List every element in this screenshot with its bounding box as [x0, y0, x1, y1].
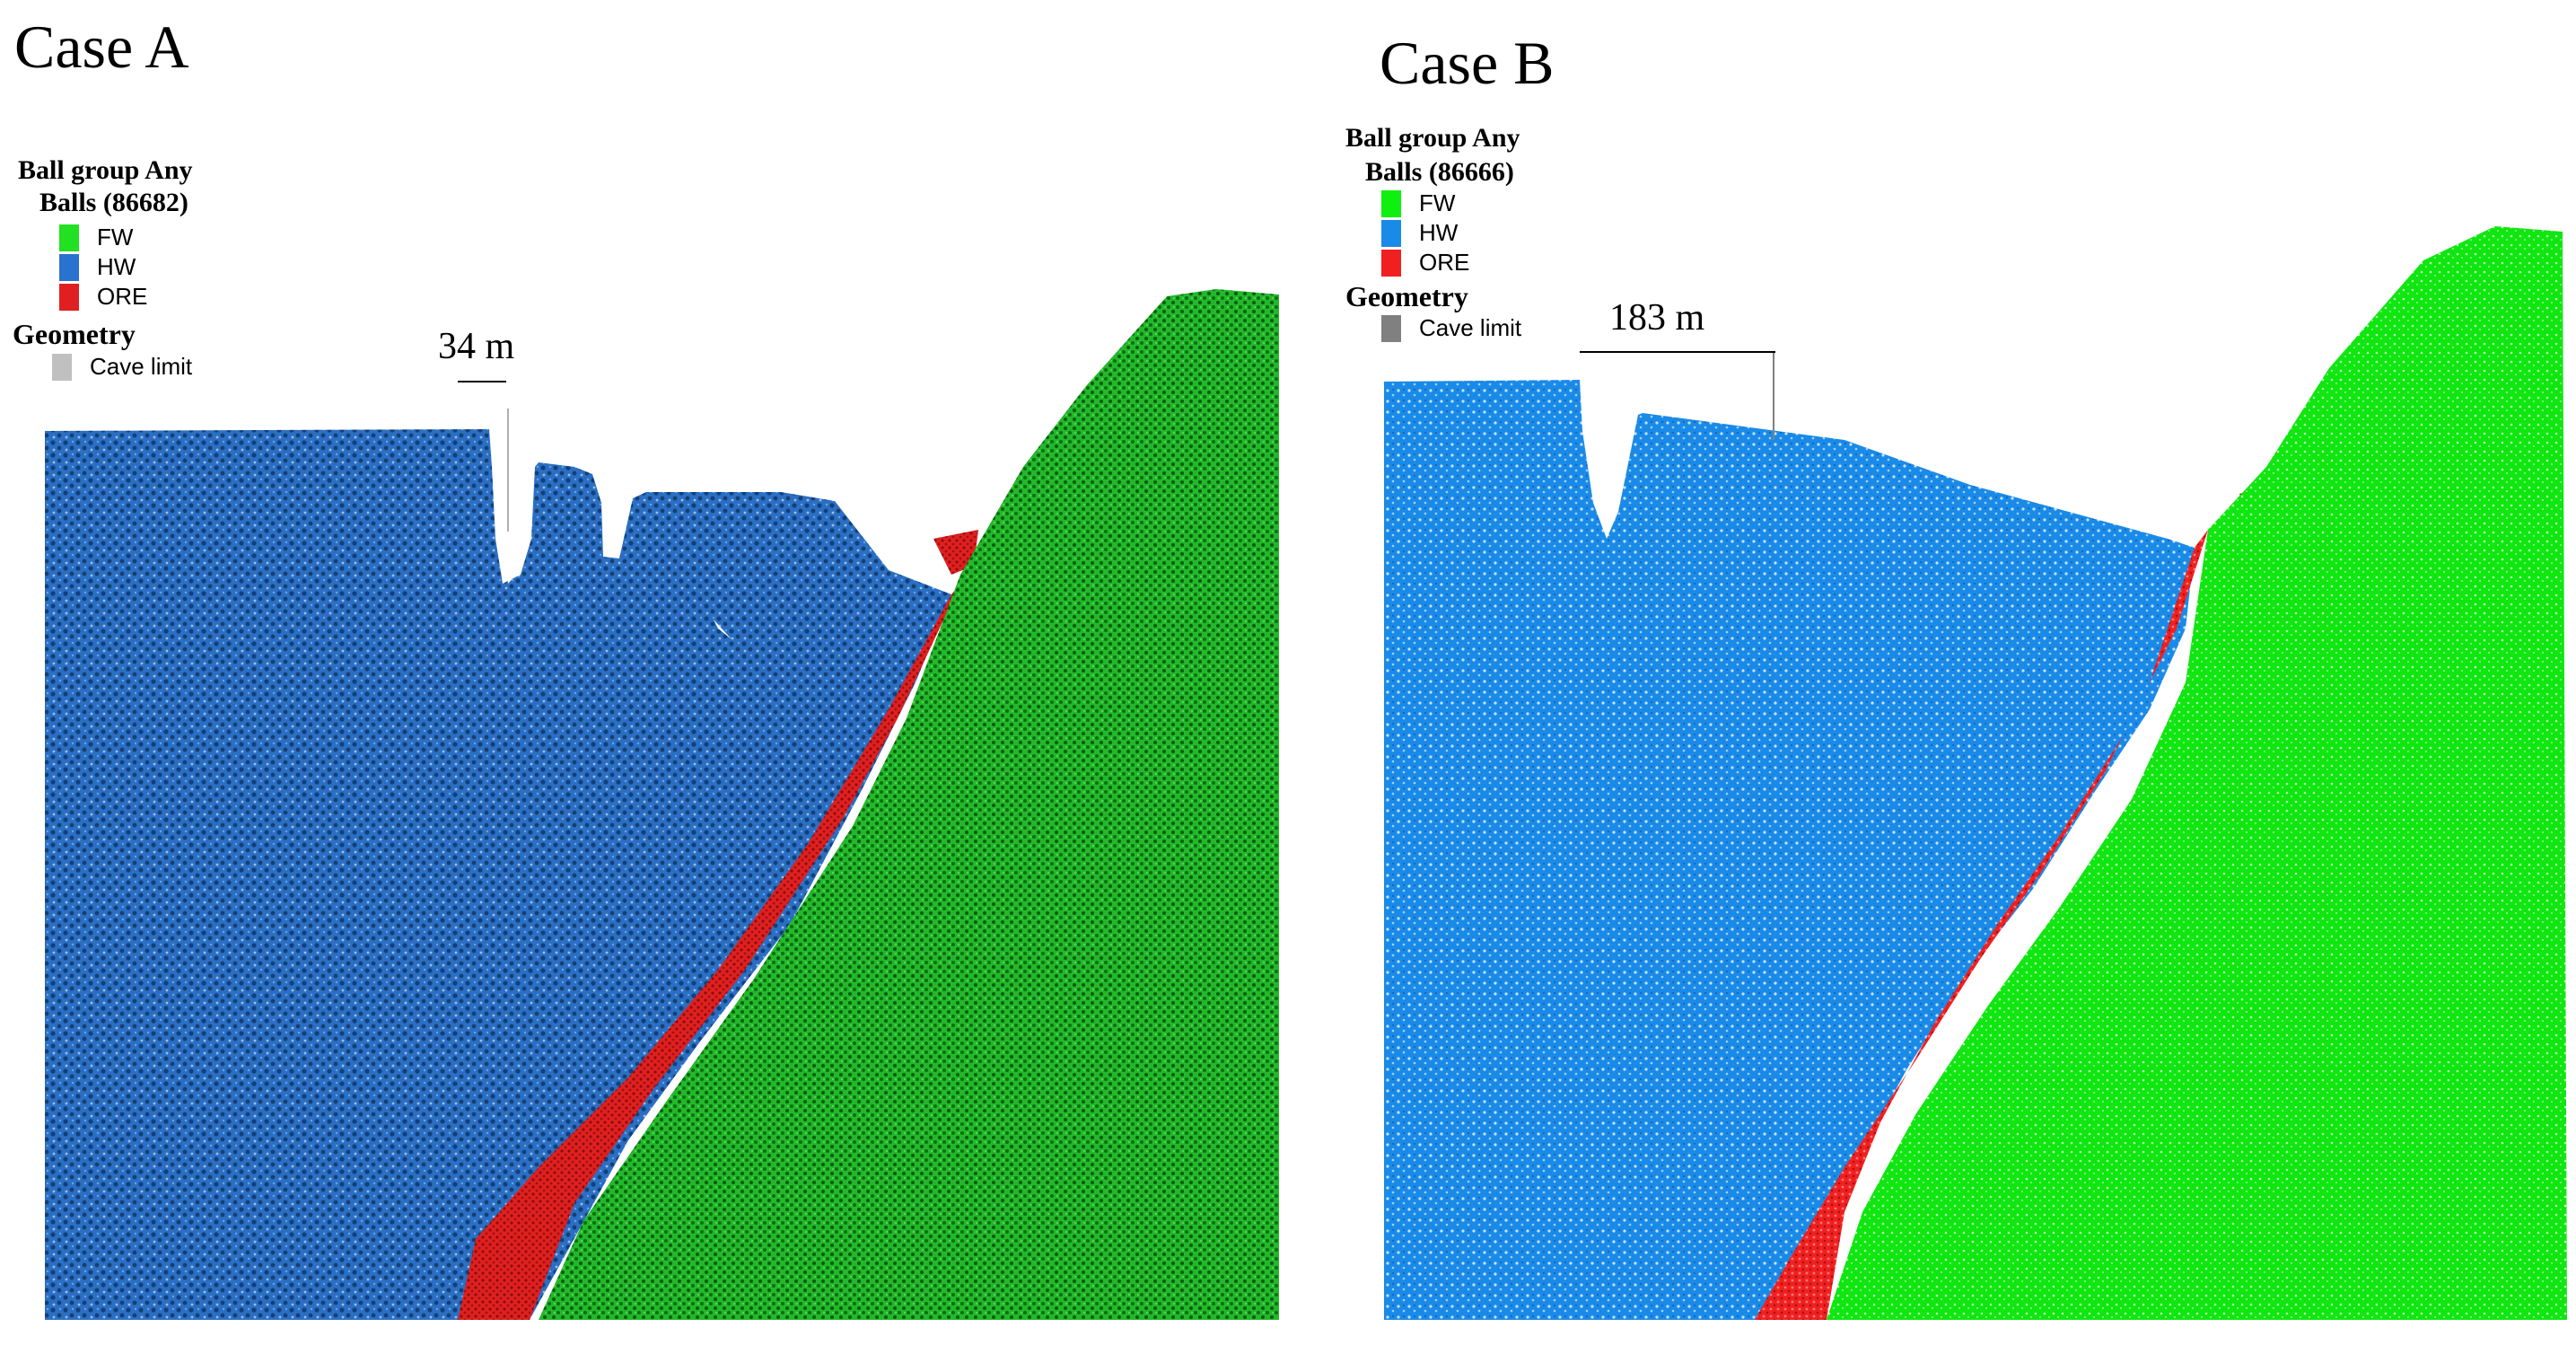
legend-item-cave-limit: Cave limit [52, 353, 192, 381]
legend-title-line2: Balls (86682) [39, 188, 188, 217]
fw-region [1827, 226, 2567, 1320]
ore-swatch [1381, 249, 1401, 277]
legend-label-cave-limit: Cave limit [90, 353, 193, 380]
legend-label-fw: FW [1419, 189, 1456, 216]
legend-title-line2: Balls (86666) [1365, 157, 1514, 187]
case-b-simulation [1384, 226, 2567, 1320]
ore-swatch [59, 283, 79, 311]
geometry-title: Geometry [13, 318, 136, 350]
legend-item-ore: ORE [59, 283, 147, 311]
legend-label-fw: FW [97, 224, 134, 251]
hw-swatch [59, 253, 79, 281]
legend-title-line1: Ball group Any [18, 155, 193, 185]
hw-swatch [1381, 219, 1401, 247]
legend-label-hw: HW [97, 253, 136, 280]
legend-item-hw: HW [59, 253, 136, 281]
fw-swatch [1381, 189, 1401, 217]
hw-region [1384, 380, 2195, 1320]
legend-label-ore: ORE [97, 283, 148, 310]
case-a-scale-label: 34 m [438, 326, 515, 367]
hw-region [45, 429, 951, 1320]
legend-label-hw: HW [1419, 219, 1459, 246]
case-a-simulation [45, 289, 1279, 1320]
case-a-title: Case A [14, 13, 189, 81]
ore-strip [458, 584, 960, 1320]
cave-limit-swatch [52, 353, 72, 381]
legend-item-hw: HW [1381, 219, 1458, 247]
legend-label-cave-limit: Cave limit [1419, 314, 1522, 341]
fw-swatch [59, 224, 79, 251]
case-b-title: Case B [1380, 29, 1555, 97]
hw-crack [503, 539, 516, 584]
legend-item-fw: FW [1381, 189, 1455, 217]
case-a-panel: Case A Ball group Any Balls (86682) FW H… [13, 13, 1279, 1320]
legend-item-ore: ORE [1381, 249, 1469, 277]
legend-title-line1: Ball group Any [1345, 123, 1520, 153]
geometry-title: Geometry [1345, 280, 1468, 312]
legend-item-cave-limit: Cave limit [1381, 314, 1521, 342]
fw-region [539, 289, 1279, 1320]
cave-limit-swatch [1381, 314, 1401, 342]
case-b-panel: Case B Ball group Any Balls (86666) FW H… [1288, 0, 2576, 1345]
legend-label-ore: ORE [1419, 249, 1470, 276]
legend-item-fw: FW [59, 224, 133, 251]
case-b-scale-label: 183 m [1609, 297, 1705, 338]
